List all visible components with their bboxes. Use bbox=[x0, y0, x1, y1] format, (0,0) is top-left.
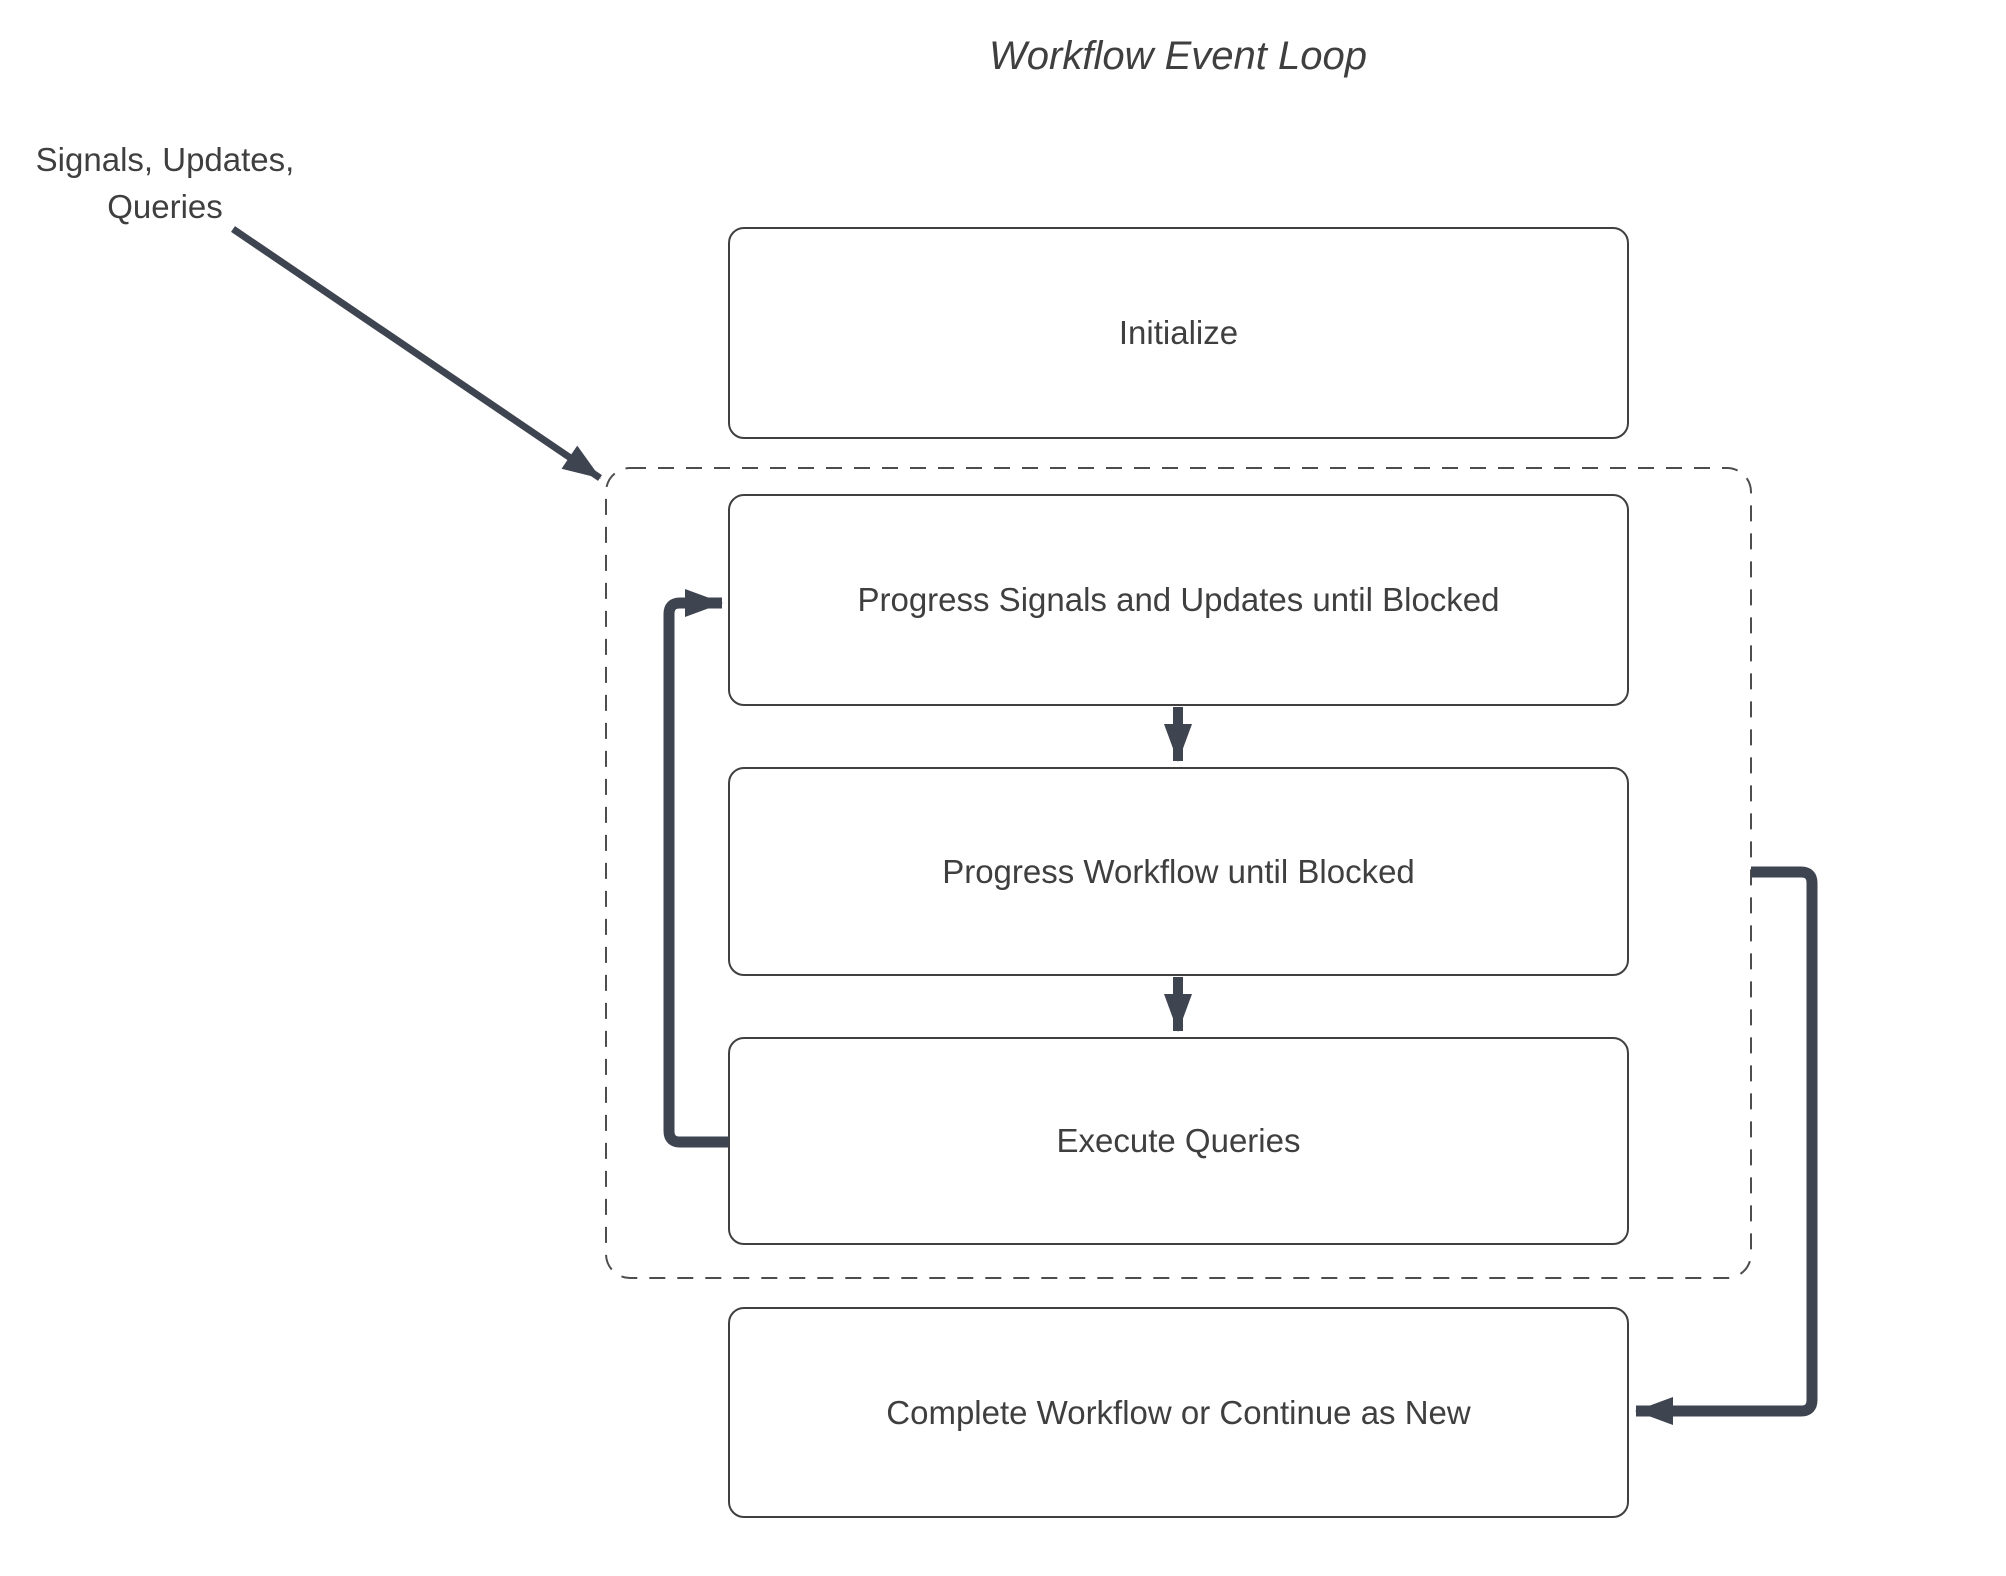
arrow-annotation-to-group bbox=[231, 226, 602, 481]
node-execute-queries: Execute Queries bbox=[728, 1037, 1629, 1245]
node-progress-workflow-label: Progress Workflow until Blocked bbox=[942, 852, 1415, 890]
diagram-title: Workflow Event Loop bbox=[989, 34, 1367, 78]
node-execute-queries-label: Execute Queries bbox=[1056, 1122, 1301, 1159]
node-initialize-label: Initialize bbox=[1118, 314, 1239, 351]
node-complete-workflow: Complete Workflow or Continue as New bbox=[728, 1307, 1629, 1518]
node-progress-signals-updates-label: Progress Signals and Updates until Block… bbox=[857, 581, 1500, 618]
node-initialize: Initialize bbox=[728, 227, 1629, 439]
arrow-queries-loop-to-signals bbox=[663, 589, 729, 1148]
node-progress-workflow: Progress Workflow until Blocked bbox=[728, 767, 1629, 976]
node-progress-signals-updates: Progress Signals and Updates until Block… bbox=[728, 494, 1629, 706]
annotation-line-2: Queries bbox=[107, 188, 223, 225]
annotation-line-1: Signals, Updates, bbox=[35, 141, 295, 178]
node-complete-workflow-label: Complete Workflow or Continue as New bbox=[886, 1393, 1471, 1431]
annotation-signals-updates-queries: Signals, Updates, Queries bbox=[15, 136, 315, 230]
arrow-group-to-complete bbox=[1635, 866, 1818, 1425]
